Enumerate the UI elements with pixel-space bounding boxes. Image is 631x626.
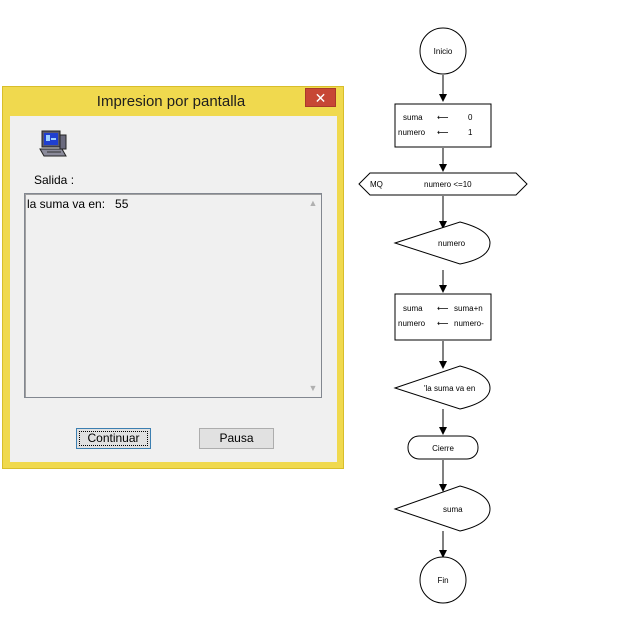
close-label: Cierre <box>432 444 454 453</box>
input-label: numero <box>438 239 466 248</box>
assign2-arrow1: ⟵ <box>437 304 449 313</box>
dialog-title: Impresion por pantalla <box>96 93 246 110</box>
assign2-arrow2: ⟵ <box>437 319 449 328</box>
assign2-val2: numero- <box>454 319 484 328</box>
loop-node <box>358 172 528 196</box>
focus-ring <box>79 431 148 446</box>
output-dialog: Impresion por pantalla ✕ Salida : la sum… <box>2 86 344 469</box>
start-label: Inicio <box>434 47 453 56</box>
scroll-up-icon[interactable]: ▲ <box>308 198 318 208</box>
loop-condition: numero <=10 <box>424 180 472 189</box>
salida-label: Salida : <box>34 173 75 187</box>
end-label: Fin <box>437 576 448 585</box>
close-button[interactable]: ✕ <box>305 88 336 107</box>
output-textarea[interactable]: la suma va en: 55 ▲ ▼ <box>24 193 322 398</box>
assign1-var1: suma <box>403 113 423 122</box>
pausa-button[interactable]: Pausa <box>199 428 274 449</box>
pausa-label: Pausa <box>219 431 254 445</box>
loop-label: MQ <box>370 180 383 189</box>
assign1-arrow1: ⟵ <box>437 113 449 122</box>
flowchart: Inicio suma ⟵ 0 numero ⟵ 1 MQ numero <=1… <box>358 27 528 604</box>
scroll-down-icon[interactable]: ▼ <box>308 383 318 393</box>
assign1-val1: 0 <box>468 113 473 122</box>
output1-label: 'la suma va en <box>424 384 475 393</box>
assign-block-2 <box>394 293 492 341</box>
assign1-var2: numero <box>398 128 426 137</box>
assign-block-1 <box>394 103 492 148</box>
dialog-titlebar[interactable]: Impresion por pantalla ✕ <box>3 87 343 115</box>
assign2-var2: numero <box>398 319 426 328</box>
assign1-val2: 1 <box>468 128 473 137</box>
start-node <box>419 27 467 75</box>
continuar-button[interactable]: Continuar <box>76 428 151 449</box>
output-node-2 <box>393 485 491 532</box>
assign1-arrow2: ⟵ <box>437 128 449 137</box>
output-line: la suma va en: 55 <box>27 197 129 211</box>
close-node <box>407 435 479 460</box>
input-node <box>393 221 491 265</box>
assign2-val1: suma+n <box>454 304 483 313</box>
assign2-var1: suma <box>403 304 423 313</box>
end-node <box>419 556 467 604</box>
continuar-label: Continuar <box>87 431 140 445</box>
output-border <box>25 194 321 397</box>
output-node-1 <box>393 365 491 410</box>
computer-icon <box>39 130 67 157</box>
dialog-client-area: Salida : la suma va en: 55 ▲ ▼ Continuar… <box>10 116 337 462</box>
close-icon: ✕ <box>314 90 327 106</box>
output2-label: suma <box>443 505 463 514</box>
